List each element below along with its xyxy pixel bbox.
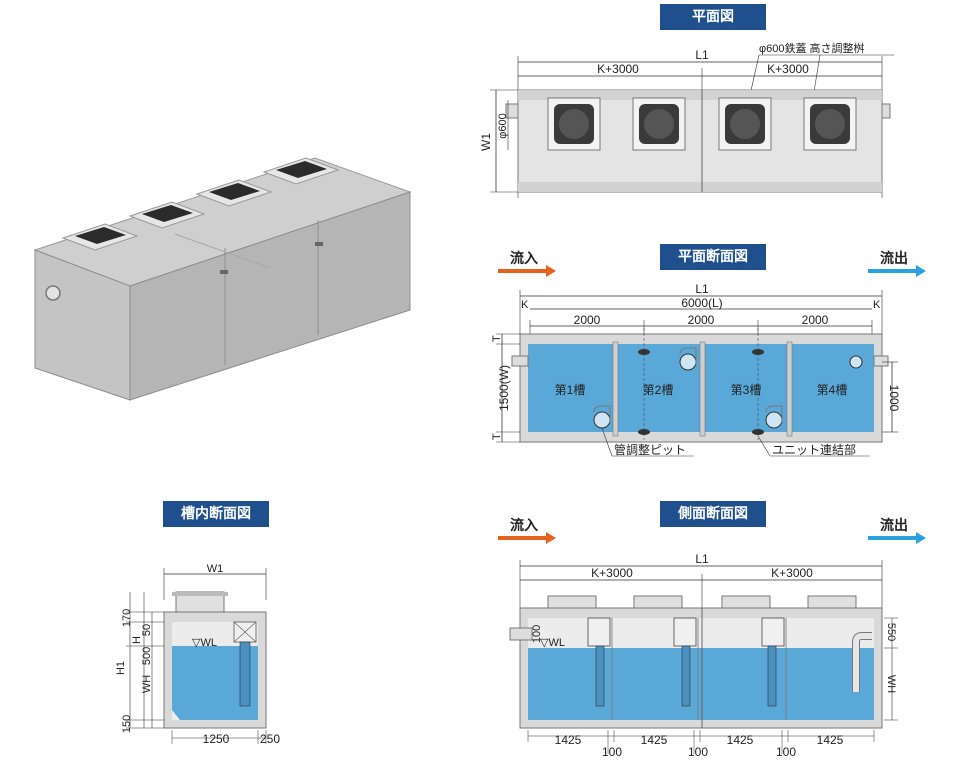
ss-gap-3: 100 [776, 745, 796, 758]
plan-view: L1 K+3000 K+3000 φ600鉄蓋 高さ調整桝 W1 φ600 [479, 41, 894, 198]
ss-bottom-1: 1425 [555, 733, 582, 747]
ps-l1: L1 [695, 282, 709, 296]
ts-d50: 50 [141, 624, 153, 636]
outflow-label-top: 流出 [880, 251, 908, 267]
outflow-arrow-icon [868, 532, 926, 544]
inflow-arrow-icon [498, 265, 556, 277]
ss-bottom-3: 1425 [727, 733, 754, 747]
plan-k-left: K+3000 [597, 62, 639, 76]
plan-title: 平面図 [660, 4, 766, 30]
inflow-label-top: 流入 [510, 251, 538, 267]
side-section-title: 側面断面図 [660, 501, 766, 527]
outflow-arrow-icon [868, 265, 926, 277]
ps-k-left: K [521, 299, 529, 311]
plan-manhole [803, 97, 857, 151]
ps-seg-1: 2000 [574, 313, 601, 327]
ts-w1: W1 [207, 563, 224, 575]
tank-end-face [34, 249, 131, 401]
ts-wl: ▽WL [192, 637, 217, 649]
ss-d550: 550 [885, 623, 897, 641]
ss-d100: 100 [531, 625, 543, 643]
ts-h: H [131, 636, 143, 644]
plan-manhole [718, 97, 772, 151]
ps-right-dim: 1000 [887, 385, 901, 412]
ps-t-top: T [491, 335, 503, 342]
tank-section-title: 槽内断面図 [163, 501, 269, 527]
ps-chamber-3: 第3槽 [731, 383, 762, 397]
ts-d170: 170 [121, 609, 133, 627]
ts-h1: H1 [115, 661, 127, 675]
ps-chamber-4: 第4槽 [817, 383, 848, 397]
plan-phi600: φ600 [497, 113, 509, 139]
ss-l1: L1 [695, 552, 709, 566]
ps-k-right: K [873, 299, 881, 311]
inflow-arrow-icon [498, 532, 556, 544]
ss-gap-2: 100 [688, 745, 708, 758]
inflow-label-bottom: 流入 [510, 518, 538, 534]
ss-k-right: K+3000 [771, 566, 813, 580]
ss-wl: ▽WL [540, 637, 565, 649]
ps-length: 6000(L) [681, 296, 722, 310]
manhole-cover [61, 223, 139, 251]
ps-callout-unit: ユニット連結部 [772, 442, 856, 457]
plan-section-title: 平面断面図 [660, 244, 766, 270]
plan-l1-label: L1 [695, 48, 709, 62]
plan-manhole [632, 97, 686, 151]
plan-cover-note: φ600鉄蓋 高さ調整桝 [759, 41, 865, 55]
ss-bottom-4: 1425 [817, 733, 844, 747]
plan-k-right: K+3000 [767, 62, 809, 76]
ps-seg-2: 2000 [688, 313, 715, 327]
ts-bottom-1250: 1250 [203, 732, 230, 746]
ps-chamber-2: 第2槽 [643, 383, 674, 397]
inlet-pipe-hole [45, 285, 61, 301]
ts-d150: 150 [121, 715, 133, 733]
ss-k-left: K+3000 [591, 566, 633, 580]
ss-water [528, 648, 874, 720]
ps-chamber-1: 第1槽 [555, 383, 586, 397]
ts-bottom-250: 250 [260, 732, 280, 746]
ts-wh: WH [141, 675, 153, 693]
plan-manhole [547, 97, 601, 151]
ps-width: 1500(W) [497, 365, 511, 411]
outflow-label-bottom: 流出 [880, 518, 908, 534]
manhole-cover [128, 201, 206, 229]
ps-seg-3: 2000 [802, 313, 829, 327]
manhole-cover [195, 179, 273, 207]
ss-gap-1: 100 [602, 745, 622, 758]
ps-callout-pit: 管調整ピット [614, 442, 686, 457]
side-section-view: L1 K+3000 K+3000 ▽WL 100 550 WH 1425 142… [509, 552, 898, 758]
isometric-tank-view [33, 157, 412, 401]
manhole-cover [262, 157, 340, 185]
ts-d500: 500 [141, 647, 153, 665]
ss-wh: WH [885, 675, 897, 693]
tank-section-view: W1 ▽WL H1 H WH 170 50 500 150 1250 250 [115, 563, 280, 746]
ts-water [172, 646, 258, 720]
ps-t-bottom: T [491, 433, 503, 440]
plan-section-view: L1 K K 6000(L) 2000 2000 2000 第1槽 第2槽 第3… [491, 282, 901, 457]
ss-bottom-2: 1425 [641, 733, 668, 747]
plan-w1-label: W1 [479, 133, 493, 151]
